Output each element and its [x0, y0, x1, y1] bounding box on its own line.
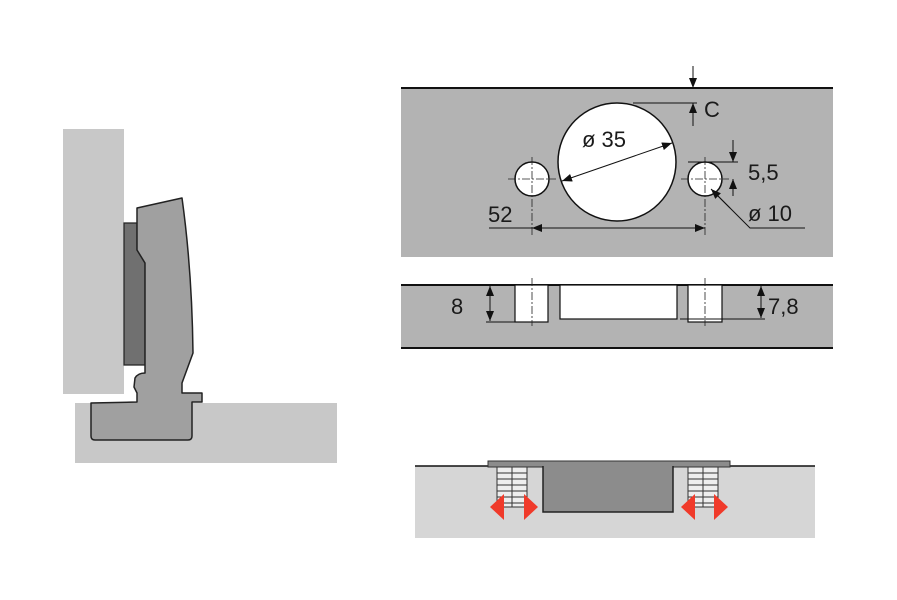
- hinge-cup: [542, 466, 674, 513]
- hole-spacing-label: 52: [488, 202, 512, 227]
- drilling-pattern-view: C ø 35 5,5 ø 10 52: [401, 66, 833, 257]
- hinge-side-view: [63, 129, 337, 463]
- door-panel: [63, 129, 124, 394]
- drilling-depth-view: 8 7,8: [401, 278, 833, 349]
- cup-depth-label: 7,8: [768, 294, 799, 319]
- hole-offset-label: 5,5: [748, 160, 779, 185]
- hinge-arm: [90, 197, 203, 441]
- hole-diameter-label: ø 10: [748, 201, 792, 226]
- dowel-depth-label: 8: [451, 294, 463, 319]
- expansion-arrows-icon: [490, 494, 728, 520]
- cup-bore: [559, 284, 678, 320]
- installed-cup-view: [415, 460, 815, 538]
- edge-distance-label: C: [704, 97, 720, 122]
- cup-diameter-label: ø 35: [582, 127, 626, 152]
- dowel-bore-left: [514, 284, 549, 323]
